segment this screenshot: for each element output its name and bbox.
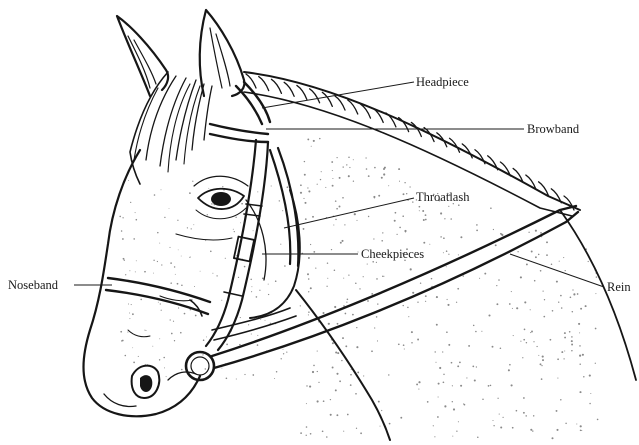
label-rein: Rein (607, 280, 631, 294)
label-cheekpieces: Cheekpieces (361, 247, 424, 261)
label-throatlash: Throatlash (416, 190, 470, 204)
label-browband: Browband (527, 122, 580, 136)
throatlash-strap (270, 150, 290, 264)
eye (194, 176, 248, 219)
leader-lines (74, 82, 604, 287)
label-headpiece: Headpiece (416, 75, 469, 89)
forelock (130, 72, 212, 184)
horse-head-illustration (84, 10, 637, 440)
cheekpiece-strap (206, 140, 256, 346)
browband-strap (210, 124, 268, 134)
throatlash-leader (284, 198, 414, 228)
rein-strap (212, 206, 576, 356)
label-noseband: Noseband (8, 278, 59, 292)
part-labels: Headpiece Browband Throatlash Cheekpiece… (8, 75, 631, 294)
bridle (106, 82, 578, 380)
braided-mane (244, 72, 580, 216)
headpiece-leader (262, 82, 414, 108)
